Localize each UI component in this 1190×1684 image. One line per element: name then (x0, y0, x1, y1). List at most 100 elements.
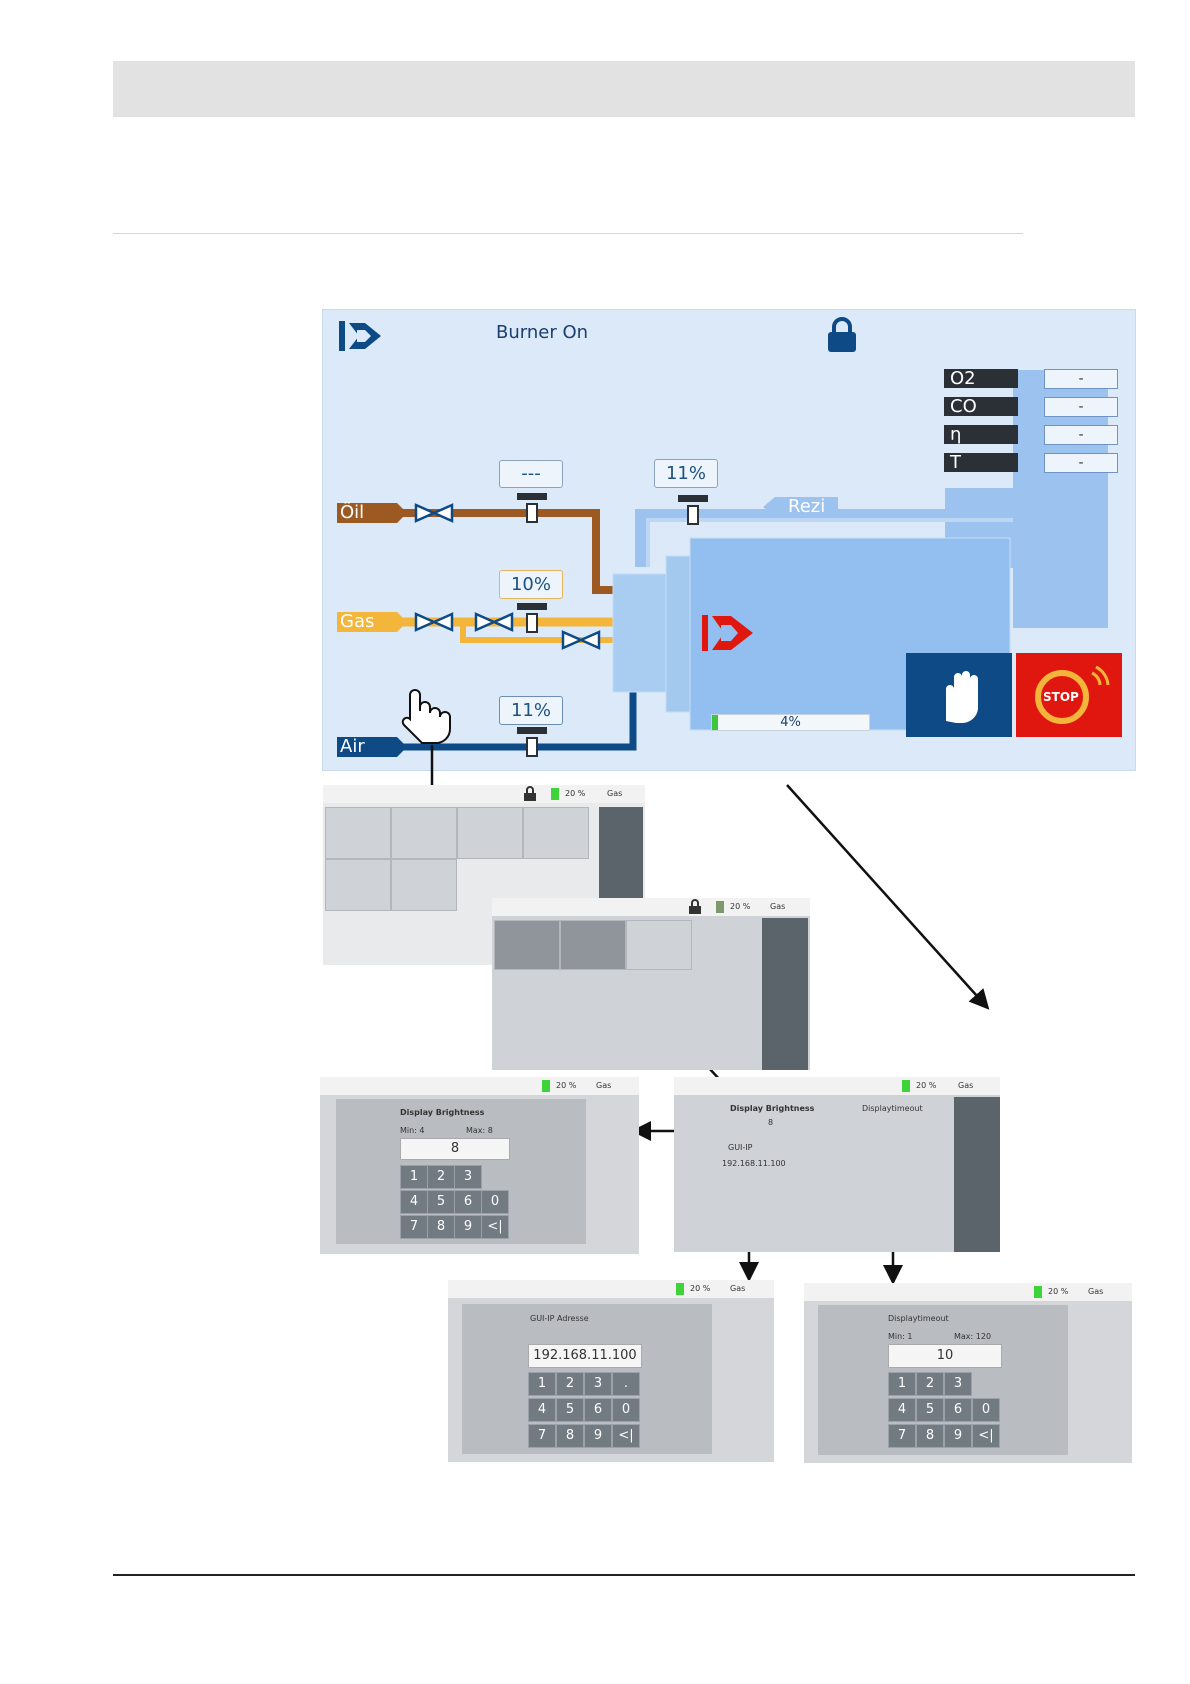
measurement-value-co: - (1044, 397, 1118, 417)
load-progress-bar: 4% (711, 714, 870, 731)
header-bar (113, 61, 1135, 117)
display-tile[interactable] (560, 920, 626, 970)
pointer-hand-icon (401, 689, 451, 744)
key-backspace[interactable]: <| (972, 1424, 1000, 1448)
measurement-label-o2: O2 (944, 369, 1018, 388)
air-valve-value[interactable]: 11% (499, 696, 563, 725)
camera-menu-tile[interactable] (523, 807, 589, 859)
network-tile[interactable] (626, 920, 692, 970)
measurement-value-o2: - (1044, 369, 1118, 389)
level-percent: 20 % (916, 1081, 937, 1090)
fuel-type: Gas (1088, 1287, 1104, 1296)
level-indicator (676, 1283, 684, 1295)
key-1[interactable]: 1 (528, 1372, 556, 1396)
side-toolbar (762, 918, 808, 1070)
key-4[interactable]: 4 (400, 1190, 428, 1214)
brand-logo-icon (339, 321, 381, 351)
ip-input[interactable]: 192.168.11.100 (528, 1344, 642, 1368)
key-1[interactable]: 1 (400, 1165, 428, 1189)
air-label: Air (340, 736, 365, 757)
key-2[interactable]: 2 (427, 1165, 455, 1189)
level-percent: 20 % (730, 902, 751, 911)
user-tile[interactable] (494, 920, 560, 970)
key-9[interactable]: 9 (584, 1424, 612, 1448)
brightness-setting-value: 8 (768, 1118, 774, 1127)
ip-setting-value: 192.168.11.100 (722, 1159, 786, 1168)
max-label: Max: 8 (466, 1126, 493, 1135)
key-9[interactable]: 9 (454, 1215, 482, 1239)
settings-menu-tile[interactable] (325, 859, 391, 911)
key-4[interactable]: 4 (528, 1398, 556, 1422)
oil-label: Öil (340, 502, 365, 523)
key-3[interactable]: 3 (944, 1372, 972, 1396)
panel-status-strip: 20 % Gas (448, 1280, 774, 1298)
key-8[interactable]: 8 (556, 1424, 584, 1448)
key-7[interactable]: 7 (528, 1424, 556, 1448)
min-label: Min: 1 (888, 1332, 913, 1341)
key-2[interactable]: 2 (916, 1372, 944, 1396)
key-9[interactable]: 9 (944, 1424, 972, 1448)
measurement-value-efficiency: - (1044, 425, 1118, 445)
key-0[interactable]: 0 (612, 1398, 640, 1422)
timeout-input[interactable]: 10 (888, 1344, 1002, 1368)
timeout-dialog-panel: 20 % Gas Displaytimeout Min: 1 Max: 120 … (804, 1283, 1132, 1463)
key-7[interactable]: 7 (888, 1424, 916, 1448)
side-toolbar (599, 807, 643, 907)
lock-icon (689, 899, 701, 914)
level-percent: 20 % (556, 1081, 577, 1090)
min-label: Min: 4 (400, 1126, 425, 1135)
key-6[interactable]: 6 (584, 1398, 612, 1422)
key-backspace[interactable]: <| (612, 1424, 640, 1448)
curve-menu-tile[interactable] (391, 807, 457, 859)
ip-dialog-panel: 20 % Gas GUI-IP Adresse 192.168.11.100 1… (448, 1280, 774, 1462)
manual-mode-button[interactable] (906, 653, 1012, 737)
panel-status-strip: 20 % Gas (804, 1283, 1132, 1301)
load-value: 4% (780, 715, 801, 730)
panel-status-strip: 20 % Gas (492, 898, 810, 916)
key-5[interactable]: 5 (916, 1398, 944, 1422)
key-dot[interactable]: . (612, 1372, 640, 1396)
display-settings-panel: 20 % Gas Display Brightness 8 Displaytim… (674, 1077, 1000, 1252)
timeout-setting-label[interactable]: Displaytimeout (862, 1104, 923, 1113)
key-6[interactable]: 6 (454, 1190, 482, 1214)
key-2[interactable]: 2 (556, 1372, 584, 1396)
brightness-input[interactable]: 8 (400, 1138, 510, 1160)
o2co-menu-tile[interactable] (457, 807, 523, 859)
measurement-label-co: CO (944, 397, 1018, 416)
fuel-type: Gas (730, 1284, 746, 1293)
rezi-valve-value[interactable]: 11% (654, 459, 718, 488)
measurement-label-temperature: T (944, 453, 1018, 472)
lock-icon (524, 786, 536, 801)
key-7[interactable]: 7 (400, 1215, 428, 1239)
key-0[interactable]: 0 (972, 1398, 1000, 1422)
key-5[interactable]: 5 (556, 1398, 584, 1422)
dialog-title: Displaytimeout (888, 1314, 949, 1323)
user-menu-tile[interactable] (391, 859, 457, 911)
section-divider (113, 233, 1023, 234)
key-8[interactable]: 8 (916, 1424, 944, 1448)
burner-menu-tile[interactable] (325, 807, 391, 859)
stop-label: STOP (1043, 690, 1079, 704)
ip-setting-label[interactable]: GUI-IP (728, 1143, 753, 1152)
key-3[interactable]: 3 (454, 1165, 482, 1189)
key-1[interactable]: 1 (888, 1372, 916, 1396)
key-8[interactable]: 8 (427, 1215, 455, 1239)
key-backspace[interactable]: <| (481, 1215, 509, 1239)
brightness-setting-label[interactable]: Display Brightness (730, 1104, 815, 1113)
rezi-label: Rezi (788, 496, 826, 517)
level-percent: 20 % (565, 789, 586, 798)
level-indicator (1034, 1286, 1042, 1298)
key-4[interactable]: 4 (888, 1398, 916, 1422)
panel-status-strip: 20 % Gas (320, 1077, 639, 1095)
stop-button[interactable]: STOP (1016, 653, 1122, 737)
key-3[interactable]: 3 (584, 1372, 612, 1396)
key-5[interactable]: 5 (427, 1190, 455, 1214)
lock-icon[interactable] (825, 316, 859, 354)
gas-valve-value[interactable]: 10% (499, 570, 563, 599)
oil-valve-value[interactable]: --- (499, 460, 563, 488)
key-0[interactable]: 0 (481, 1190, 509, 1214)
key-6[interactable]: 6 (944, 1398, 972, 1422)
level-indicator (716, 901, 724, 913)
fuel-type: Gas (596, 1081, 612, 1090)
stop-icon (1035, 665, 1110, 724)
